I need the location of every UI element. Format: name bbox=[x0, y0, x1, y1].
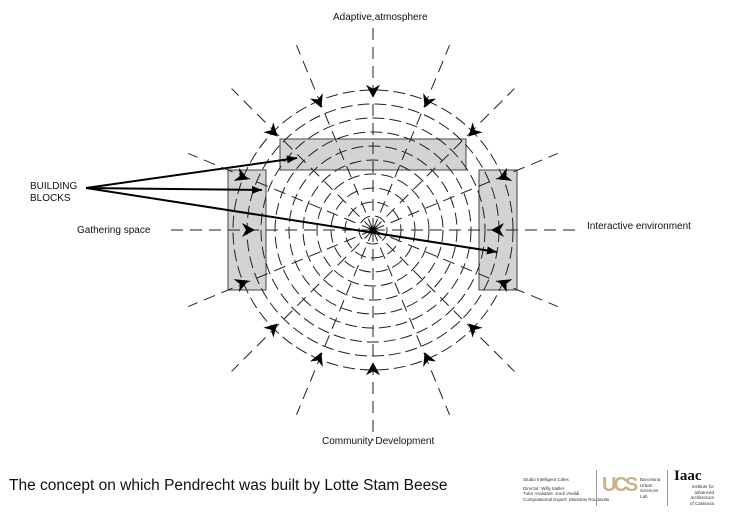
radial-line bbox=[372, 229, 515, 372]
divider bbox=[667, 470, 668, 506]
inward-arrowhead bbox=[263, 122, 278, 137]
pointer-arrow bbox=[85, 187, 263, 191]
radial-line bbox=[188, 153, 374, 231]
label-adaptive-atmosphere: Adaptive atmosphere bbox=[333, 12, 428, 23]
radial-line bbox=[296, 229, 374, 415]
label-community-development: Community Development bbox=[322, 436, 435, 447]
iaac-text: Institute for advanced architecture of C… bbox=[690, 484, 714, 506]
label-building-blocks: BUILDING BLOCKS bbox=[30, 181, 77, 205]
radial-line bbox=[231, 88, 374, 231]
credit-studio: Studio Intelligent Cities bbox=[523, 477, 569, 482]
dashed-ring bbox=[316, 173, 430, 287]
label-gathering-space: Gathering space bbox=[77, 225, 151, 236]
pointer-arrowhead bbox=[286, 155, 297, 164]
pointer-arrow bbox=[85, 157, 298, 189]
inward-arrowhead bbox=[491, 223, 504, 237]
inward-arrowhead bbox=[423, 93, 437, 108]
inward-arrowhead bbox=[366, 84, 380, 98]
credit-tutor: Tutor Assistant: Jordi Vivaldi bbox=[523, 491, 580, 496]
inward-arrowhead bbox=[366, 362, 380, 376]
pointer-arrow bbox=[85, 187, 498, 253]
inward-arrowhead bbox=[309, 93, 323, 108]
iaac-logo: Iaac bbox=[674, 468, 702, 484]
ubsl-line: Barcelona bbox=[640, 477, 661, 482]
inward-arrowhead bbox=[423, 352, 437, 367]
radial-line bbox=[372, 153, 558, 231]
inward-arrowhead bbox=[233, 167, 249, 181]
credit-expert: Computational Expert: Stanislav Roudavsk… bbox=[523, 496, 610, 502]
credit-director: Director: Willy Muller bbox=[523, 485, 565, 491]
divider bbox=[596, 470, 597, 506]
iaac-line: Institute for bbox=[691, 484, 715, 489]
label-interactive-environment: Interactive environment bbox=[587, 221, 691, 232]
inward-arrowhead bbox=[468, 122, 483, 137]
iaac-line: architecture bbox=[690, 495, 715, 500]
credits-studio: Studio Intelligent Cities Director: Will… bbox=[523, 477, 609, 502]
inward-arrowhead bbox=[242, 223, 255, 237]
ubsl-line: Urban bbox=[640, 482, 653, 488]
building-text: BUILDING bbox=[30, 181, 78, 192]
center-burst bbox=[372, 227, 378, 231]
inward-arrowhead bbox=[309, 352, 323, 367]
radial-line bbox=[188, 229, 374, 307]
radial-line bbox=[372, 229, 450, 415]
pointer-arrowhead bbox=[251, 185, 262, 194]
ubsl-text: Barcelona Urban Sciences Lab bbox=[640, 477, 660, 499]
ubsl-line: Sciences bbox=[640, 488, 659, 493]
radial-line bbox=[372, 88, 515, 231]
radial-line bbox=[372, 45, 450, 231]
inward-arrowhead bbox=[233, 279, 249, 293]
blocks-text: BLOCKS bbox=[30, 193, 71, 204]
radial-line bbox=[296, 45, 374, 231]
inward-arrowhead bbox=[497, 167, 513, 181]
radial-line bbox=[231, 229, 374, 372]
radial-line bbox=[372, 229, 558, 307]
inward-arrowhead bbox=[263, 323, 278, 338]
ubsl-line: Lab bbox=[640, 493, 648, 499]
iaac-line: advanced bbox=[694, 489, 715, 495]
dashed-ring bbox=[260, 117, 486, 343]
iaac-line: of Catalonia bbox=[690, 500, 715, 506]
dashed-ring bbox=[302, 159, 444, 301]
inward-arrowhead bbox=[468, 323, 483, 338]
caption: The concept on which Pendrecht was built… bbox=[9, 477, 448, 494]
pointer-arrowhead bbox=[486, 246, 497, 255]
ubsl-logo: UCS bbox=[602, 474, 638, 496]
inward-arrowhead bbox=[497, 279, 513, 293]
